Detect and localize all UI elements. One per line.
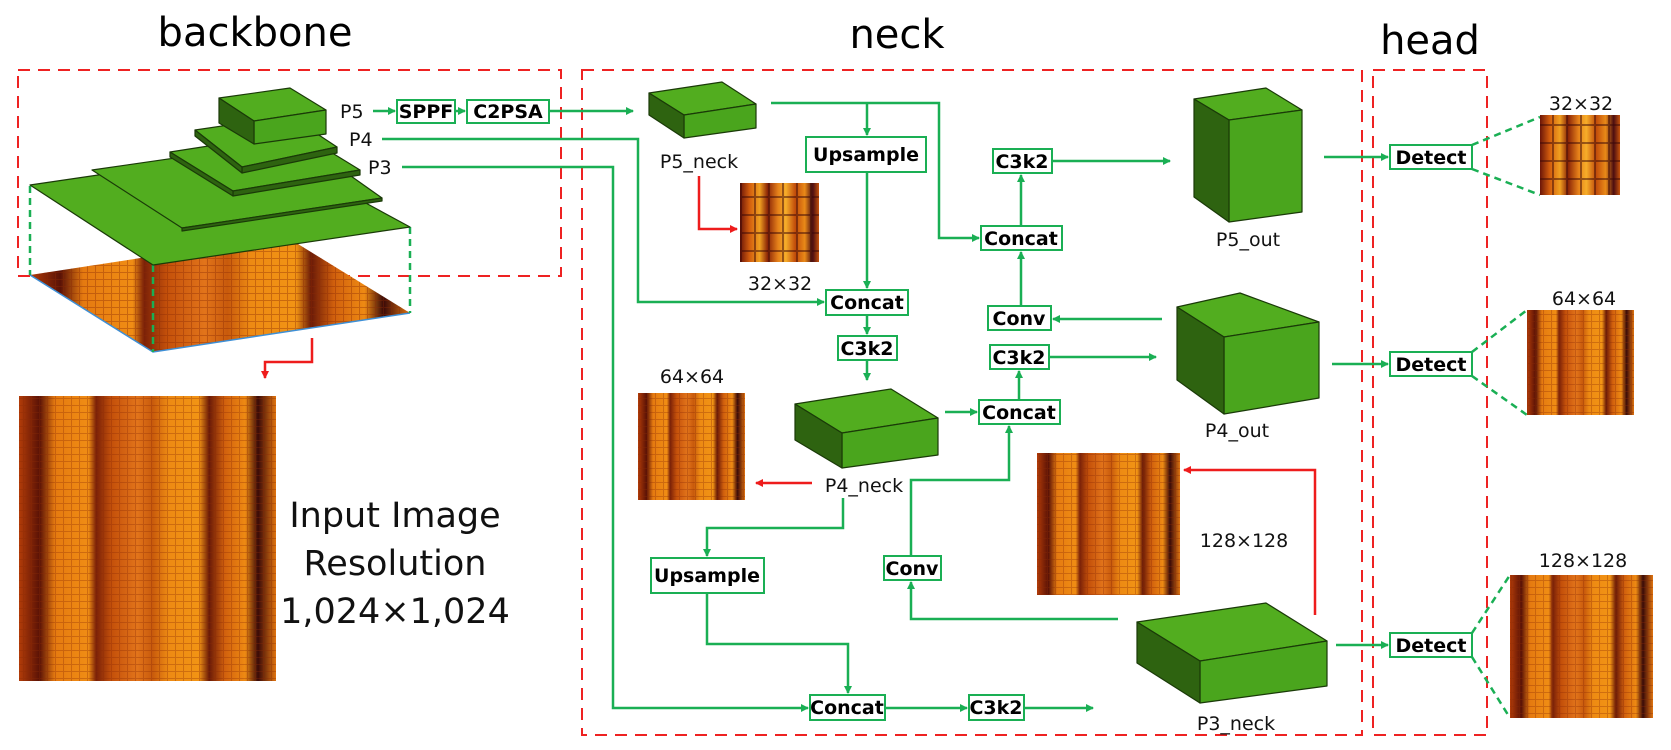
p3-neck-resolution: 128×128 xyxy=(1200,530,1288,552)
p3-neck-feature-map xyxy=(1136,602,1328,704)
input-image xyxy=(19,396,276,681)
c3k2-bottom-label: C3k2 xyxy=(969,697,1022,719)
p4-neck-label: P4_neck xyxy=(825,475,903,497)
level-label-p4: P4 xyxy=(349,129,373,151)
arrow-p5-neck-to-concat-top-right xyxy=(771,101,980,242)
input-caption-line3: 1,024×1,024 xyxy=(280,592,510,632)
conv-bottom-block xyxy=(883,555,942,581)
conv-bottom-label: Conv xyxy=(886,558,940,580)
p4-neck-feature-map xyxy=(794,388,939,469)
arrow-p4-neck-to-upsample xyxy=(703,498,845,557)
detect-block-p5 xyxy=(1389,144,1473,170)
head-region xyxy=(1372,69,1488,736)
concat-mid-right-block xyxy=(978,399,1061,425)
conv-right-block xyxy=(987,305,1052,331)
upsample-top-label: Upsample xyxy=(813,144,919,166)
p5-out-feature-map xyxy=(1193,87,1303,223)
backbone-layer-p5 xyxy=(218,87,327,145)
arrow-p3-neck-to-conv xyxy=(907,581,1118,621)
detect-block-p4 xyxy=(1389,351,1473,377)
p5-out-label: P5_out xyxy=(1216,229,1280,251)
sppf-label: SPPF xyxy=(399,101,454,123)
arrow-p5-neck-to-visual xyxy=(697,176,738,233)
input-caption-line1: Input Image xyxy=(289,496,500,536)
p4-neck-resolution: 64×64 xyxy=(660,366,724,388)
detect-label-p4: Detect xyxy=(1396,354,1467,376)
c3k2-left-block xyxy=(837,335,898,361)
upsample-bottom-block xyxy=(650,557,765,594)
detect-label-p5: Detect xyxy=(1396,147,1467,169)
section-title-head: head xyxy=(1380,18,1480,64)
backbone-input-plane xyxy=(29,236,411,353)
detect-block-p3 xyxy=(1389,632,1473,658)
arrow-p3-neck-to-visual xyxy=(1183,466,1317,615)
concat-top-left-label: Concat xyxy=(830,292,904,314)
head-output-p5 xyxy=(1540,115,1620,195)
conv-right-label: Conv xyxy=(993,308,1047,330)
arrow-conv-to-concat-mid xyxy=(909,425,1013,556)
p3-neck-label: P3_neck xyxy=(1197,713,1275,735)
p5-neck-label: P5_neck xyxy=(660,151,738,173)
level-label-p5: P5 xyxy=(340,101,364,123)
head-output-resolution-p3: 128×128 xyxy=(1539,550,1627,572)
p5-neck-feature-map xyxy=(648,81,757,139)
p5-neck-resolution: 32×32 xyxy=(748,273,812,295)
level-label-p3: P3 xyxy=(368,157,392,179)
concat-top-right-label: Concat xyxy=(984,228,1058,250)
c2psa-label: C2PSA xyxy=(473,101,543,123)
neck-region xyxy=(581,69,1363,736)
head-output-resolution-p5: 32×32 xyxy=(1549,93,1613,115)
section-title-backbone: backbone xyxy=(158,10,353,56)
c3k2-mid-right-label: C3k2 xyxy=(992,347,1045,369)
section-title-neck: neck xyxy=(849,12,945,58)
arrow-p3-to-concat xyxy=(402,165,809,712)
concat-bottom-block xyxy=(809,694,886,721)
p4-out-label: P4_out xyxy=(1205,420,1269,442)
p4-neck-visualization xyxy=(638,393,745,500)
projection-guides xyxy=(28,186,412,352)
arrow-plane-to-input-image xyxy=(261,338,314,379)
arrow-p4-to-concat xyxy=(382,137,825,306)
c3k2-top-right-label: C3k2 xyxy=(995,151,1048,173)
p4-out-feature-map xyxy=(1176,292,1320,415)
c3k2-left-label: C3k2 xyxy=(840,338,893,360)
p3-neck-visualization xyxy=(1037,453,1180,595)
detect-label-p3: Detect xyxy=(1396,635,1467,657)
head-output-p3 xyxy=(1510,575,1653,718)
arrow-upsample-to-concat-bottom xyxy=(705,593,852,694)
input-caption-line2: Resolution xyxy=(304,544,487,584)
head-output-p4 xyxy=(1527,310,1634,415)
p5-neck-visualization xyxy=(740,183,819,262)
concat-mid-right-label: Concat xyxy=(982,402,1056,424)
upsample-bottom-label: Upsample xyxy=(654,565,760,587)
concat-top-right-block xyxy=(980,225,1063,251)
head-output-resolution-p4: 64×64 xyxy=(1552,288,1616,310)
concat-bottom-label: Concat xyxy=(810,697,884,719)
